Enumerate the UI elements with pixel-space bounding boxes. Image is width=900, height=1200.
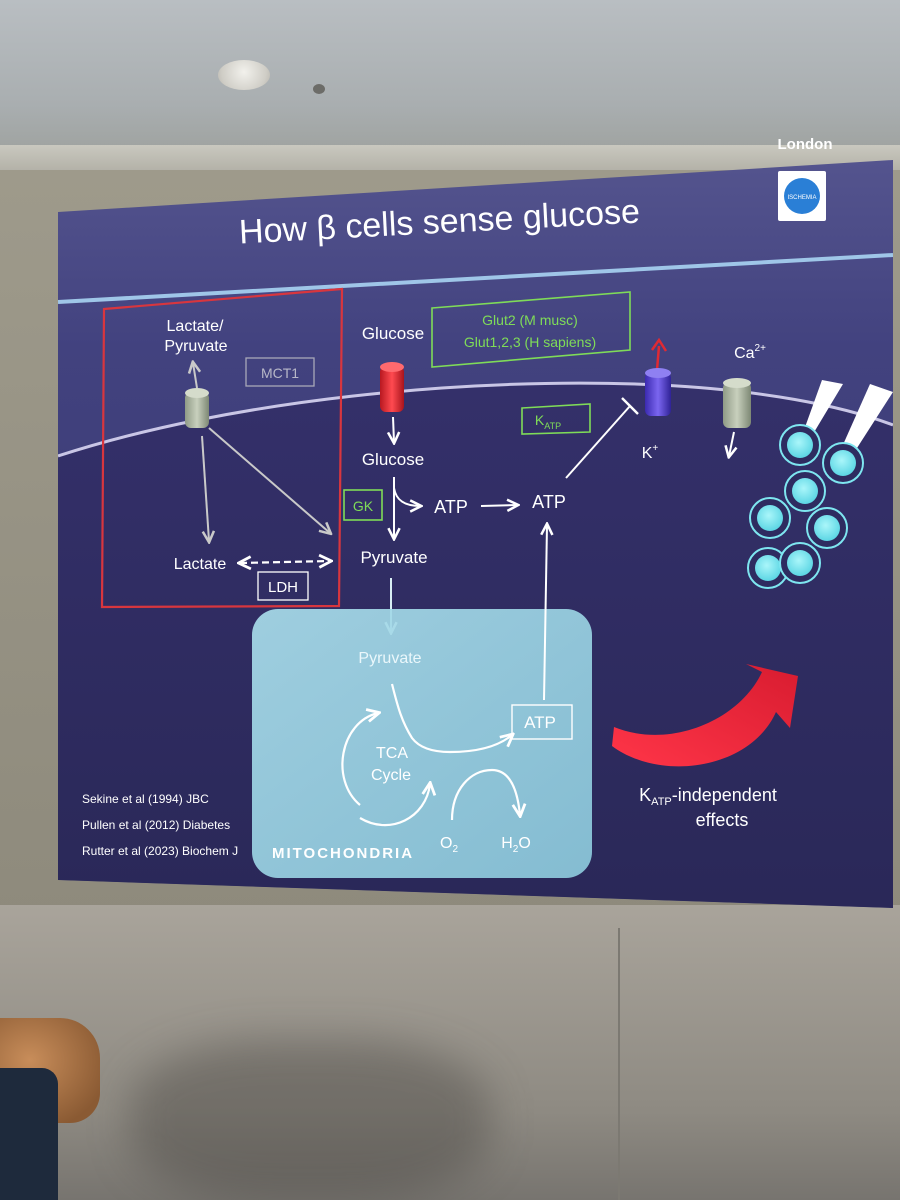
h2o-o: O (518, 835, 530, 852)
mito-atp-box (511, 704, 573, 740)
ca-channel-icon (723, 378, 751, 428)
h2o-label: H2O (501, 835, 531, 855)
insulin-granule-core (830, 450, 856, 476)
katp-sub: ATP (544, 421, 561, 431)
glut-line2: Glut1,2,3 (H sapiens) (464, 334, 596, 350)
ca-text: Ca (734, 345, 755, 362)
insulin-granule-core (814, 515, 840, 541)
wall-panel-seam (618, 928, 620, 1200)
logo-text: ISCHEMIA (787, 195, 816, 201)
gk-label: GK (353, 498, 374, 514)
ca-sup: 2+ (755, 343, 767, 354)
h2o-sub: 2 (513, 844, 519, 855)
pyruvate-label: Pyruvate (360, 548, 427, 567)
effects-k: K (639, 785, 651, 805)
atp-inhibits-katp-line (565, 405, 631, 479)
mitochondria-label: MITOCHONDRIA (272, 845, 414, 862)
atp-to-atp-arrow (480, 505, 517, 506)
mitochondria-body (252, 609, 592, 878)
logo-circle-icon (784, 178, 820, 214)
smoke-detector (218, 60, 270, 90)
exocytosis-wedge-2-icon (838, 384, 893, 462)
tca-cycle-right-arrow (359, 784, 430, 827)
lower-wall (0, 905, 900, 1200)
exocytosis-wedge-1-icon (804, 380, 843, 434)
k-plus-label: K+ (642, 443, 659, 462)
k-efflux-arrowhead-icon (650, 337, 668, 352)
lactate-pyruvate-line2: Pyruvate (164, 338, 227, 355)
mct1-label: MCT1 (261, 365, 299, 381)
lactate-diagonal-arrow (208, 427, 330, 533)
shadow (130, 1040, 490, 1200)
atp-label-1: ATP (434, 497, 468, 517)
title-divider (58, 253, 893, 304)
mct1-transporter-icon (185, 388, 209, 428)
ldh-box (257, 571, 309, 601)
mct1-box (245, 357, 315, 387)
tca-line1: TCA (376, 745, 408, 762)
o2-to-h2o-arrow (450, 768, 520, 821)
mito-pyruvate-label: Pyruvate (358, 650, 421, 667)
o2-label: O2 (440, 835, 458, 855)
insulin-granule-core (787, 550, 813, 576)
effects-line1: KATP-independent (639, 785, 777, 808)
k-channel-icon (645, 368, 671, 416)
logo-caption: London (778, 136, 833, 153)
h2o-h: H (501, 835, 513, 852)
k-efflux-arrow (655, 345, 661, 371)
lactate-down-arrow (201, 435, 209, 541)
gk-atp-branch-arrow (393, 487, 420, 506)
katp-box (521, 403, 591, 435)
insulin-granule-core (787, 432, 813, 458)
ldh-label: LDH (268, 579, 298, 596)
glucose-inside-label: Glucose (362, 450, 424, 469)
atp-label-2: ATP (532, 492, 566, 512)
glucose-transporter-icon (380, 362, 404, 412)
mito-atp-label: ATP (524, 713, 556, 732)
lactate-pyruvate-line1: Lactate/ (167, 318, 224, 335)
ca-influx-arrow (729, 431, 734, 456)
glut-line1: Glut2 (M musc) (482, 312, 578, 328)
glut-box (431, 291, 631, 368)
glucose-outside-label: Glucose (362, 324, 424, 343)
reference-2: Pullen et al (2012) Diabetes (82, 818, 230, 832)
insulin-granules (747, 424, 864, 589)
reference-3: Rutter et al (2023) Biochem J (82, 844, 238, 858)
effects-sub: ATP (651, 796, 672, 808)
mito-atp-up-arrow (544, 525, 547, 701)
pyruvate-to-atp-arrow (390, 683, 512, 754)
ceiling-sprinkler (313, 84, 325, 94)
glucose-entry-arrow (393, 416, 394, 442)
effects-suffix: -independent (672, 785, 777, 805)
lactate-box (100, 287, 344, 609)
reference-1: Sekine et al (1994) JBC (82, 792, 209, 806)
mct1-out-arrow (193, 363, 197, 389)
tca-cycle-left-arrow (341, 713, 378, 806)
ca-label: Ca2+ (734, 343, 766, 362)
chair-seat (0, 1068, 58, 1200)
effects-line2: effects (696, 810, 749, 830)
katp-k: K (535, 412, 545, 428)
k-plus-sup: + (652, 443, 658, 454)
ldh-bidirectional-arrow (240, 561, 330, 563)
o2-o: O (440, 835, 452, 852)
katp-independent-arrow-icon (612, 664, 798, 767)
tca-line2: Cycle (371, 767, 411, 784)
o2-sub: 2 (452, 844, 458, 855)
insulin-granule-core (792, 478, 818, 504)
lactate-label: Lactate (174, 556, 227, 573)
gk-box (343, 489, 383, 521)
katp-box-label: KATP (535, 412, 561, 431)
inhibition-bar (621, 397, 639, 415)
insulin-granule-core (757, 505, 783, 531)
k-plus-k: K (642, 445, 653, 462)
insulin-granule-core (755, 555, 781, 581)
